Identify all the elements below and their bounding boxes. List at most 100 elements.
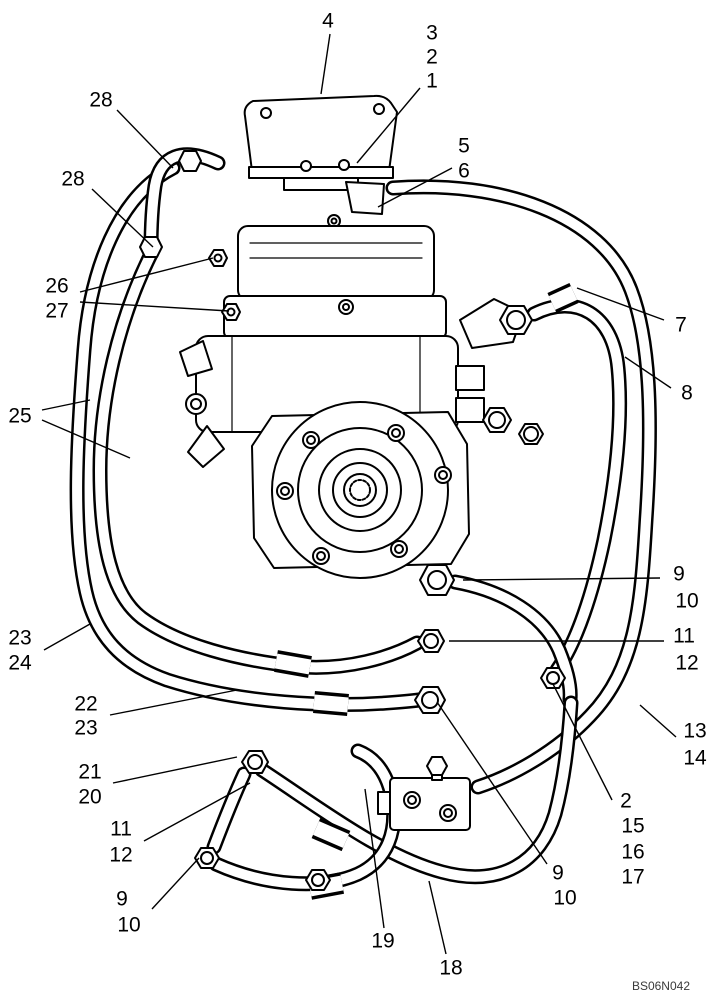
right-port-lower	[455, 397, 485, 423]
callout-10: 10	[675, 590, 698, 613]
callout-2: 2	[620, 790, 632, 813]
callout-28: 28	[89, 89, 112, 112]
leader-line	[116, 109, 174, 169]
pump-illustration	[77, 94, 649, 900]
leader-line	[41, 419, 131, 459]
callout-14: 14	[683, 747, 707, 770]
leader-line	[356, 87, 421, 164]
callout-15: 15	[621, 815, 644, 838]
mounting-bracket	[243, 94, 398, 172]
right-port-upper	[455, 365, 485, 391]
callout-13: 13	[683, 720, 706, 743]
callout-21: 21	[78, 761, 101, 784]
left-bracket-lower	[187, 425, 225, 468]
pump-vent-plug-center	[342, 303, 350, 311]
valve-block-body	[389, 777, 471, 831]
figure-code: BS06N042	[632, 979, 690, 993]
fitting-20-21-center	[247, 754, 263, 770]
leader-line	[79, 301, 230, 312]
callout-23: 23	[74, 717, 97, 740]
fitting-bottom-center-center	[311, 873, 325, 887]
leader-line	[462, 577, 661, 581]
callout-12: 12	[675, 652, 698, 675]
callout-11: 11	[673, 625, 695, 648]
leader-line	[639, 704, 677, 738]
callout-8: 8	[681, 382, 693, 405]
left-port-center	[190, 398, 202, 410]
leader-line	[41, 399, 91, 411]
leader-line	[143, 782, 251, 842]
leader-line	[552, 683, 613, 801]
pump-top-housing	[237, 225, 435, 301]
callout-22: 22	[74, 693, 97, 716]
leader-line	[320, 33, 331, 95]
fitting-9-10-lower-center	[421, 691, 439, 709]
left-bracket-upper	[179, 340, 213, 377]
callout-27: 27	[45, 300, 68, 323]
callout-24: 24	[8, 652, 32, 675]
callout-12: 12	[109, 844, 132, 867]
leader-line	[91, 188, 154, 248]
bolt-26-center	[213, 253, 223, 263]
callout-26: 26	[45, 275, 68, 298]
fitting-right-mid2-center	[523, 426, 539, 442]
elbow-28-lower-hex	[139, 236, 163, 258]
bolt-2-center	[546, 671, 560, 685]
splined-shaft	[349, 479, 371, 501]
callout-18: 18	[439, 957, 462, 980]
valve-block-port-2-center	[443, 808, 453, 818]
valve-block	[377, 756, 471, 831]
callout-19: 19	[371, 930, 394, 953]
bolt-27-center	[226, 307, 236, 317]
fitting-9-10-upper-center	[427, 570, 447, 590]
callout-17: 17	[621, 866, 644, 889]
callout-3: 3	[426, 22, 438, 45]
leader-line	[43, 623, 91, 651]
fitting-9-10-left-center	[200, 851, 214, 865]
fitting-right-mid-center	[488, 411, 506, 429]
pump-top-ribs	[249, 242, 423, 259]
callout-9: 9	[552, 862, 564, 885]
callout-16: 16	[621, 841, 644, 864]
leader-line	[364, 788, 385, 929]
support-bracket-bolt-center	[330, 217, 338, 225]
pump-mid-band	[223, 295, 447, 339]
mount-bolt-right	[338, 159, 350, 171]
valve-block-tab	[377, 791, 391, 815]
fitting-11-12-center	[423, 633, 439, 649]
leader-line	[624, 356, 672, 389]
elbow-28-upper-hex	[178, 150, 202, 172]
front-plate-bolts	[276, 424, 452, 565]
leader-line	[428, 880, 447, 955]
leader-line	[151, 857, 200, 910]
leader-line	[112, 756, 238, 784]
leader-line	[576, 287, 665, 321]
leader-line	[79, 257, 214, 293]
hose-right-inner	[534, 306, 620, 670]
valve-block-bolt-hex	[426, 756, 448, 776]
leader-line	[377, 167, 453, 208]
callout-7: 7	[675, 314, 687, 337]
callout-20: 20	[78, 786, 101, 809]
callout-25: 25	[8, 405, 31, 428]
pump-assembly	[179, 94, 524, 579]
callout-9: 9	[116, 888, 128, 911]
callout-28: 28	[61, 168, 84, 191]
callout-2: 2	[426, 46, 438, 69]
mount-bolt-left	[300, 160, 312, 172]
callout-1: 1	[426, 70, 438, 93]
callout-10: 10	[117, 914, 140, 937]
callout-4: 4	[322, 10, 334, 33]
valve-block-port-1-center	[407, 795, 417, 805]
callout-10: 10	[553, 887, 576, 910]
hose-left-bottom-link-fill	[214, 774, 244, 847]
callout-11: 11	[110, 818, 132, 841]
callout-23: 23	[8, 627, 31, 650]
callout-5: 5	[458, 135, 470, 158]
bracket-base-flange	[248, 166, 394, 179]
leader-line	[109, 689, 238, 716]
hose-fittings	[139, 150, 566, 891]
